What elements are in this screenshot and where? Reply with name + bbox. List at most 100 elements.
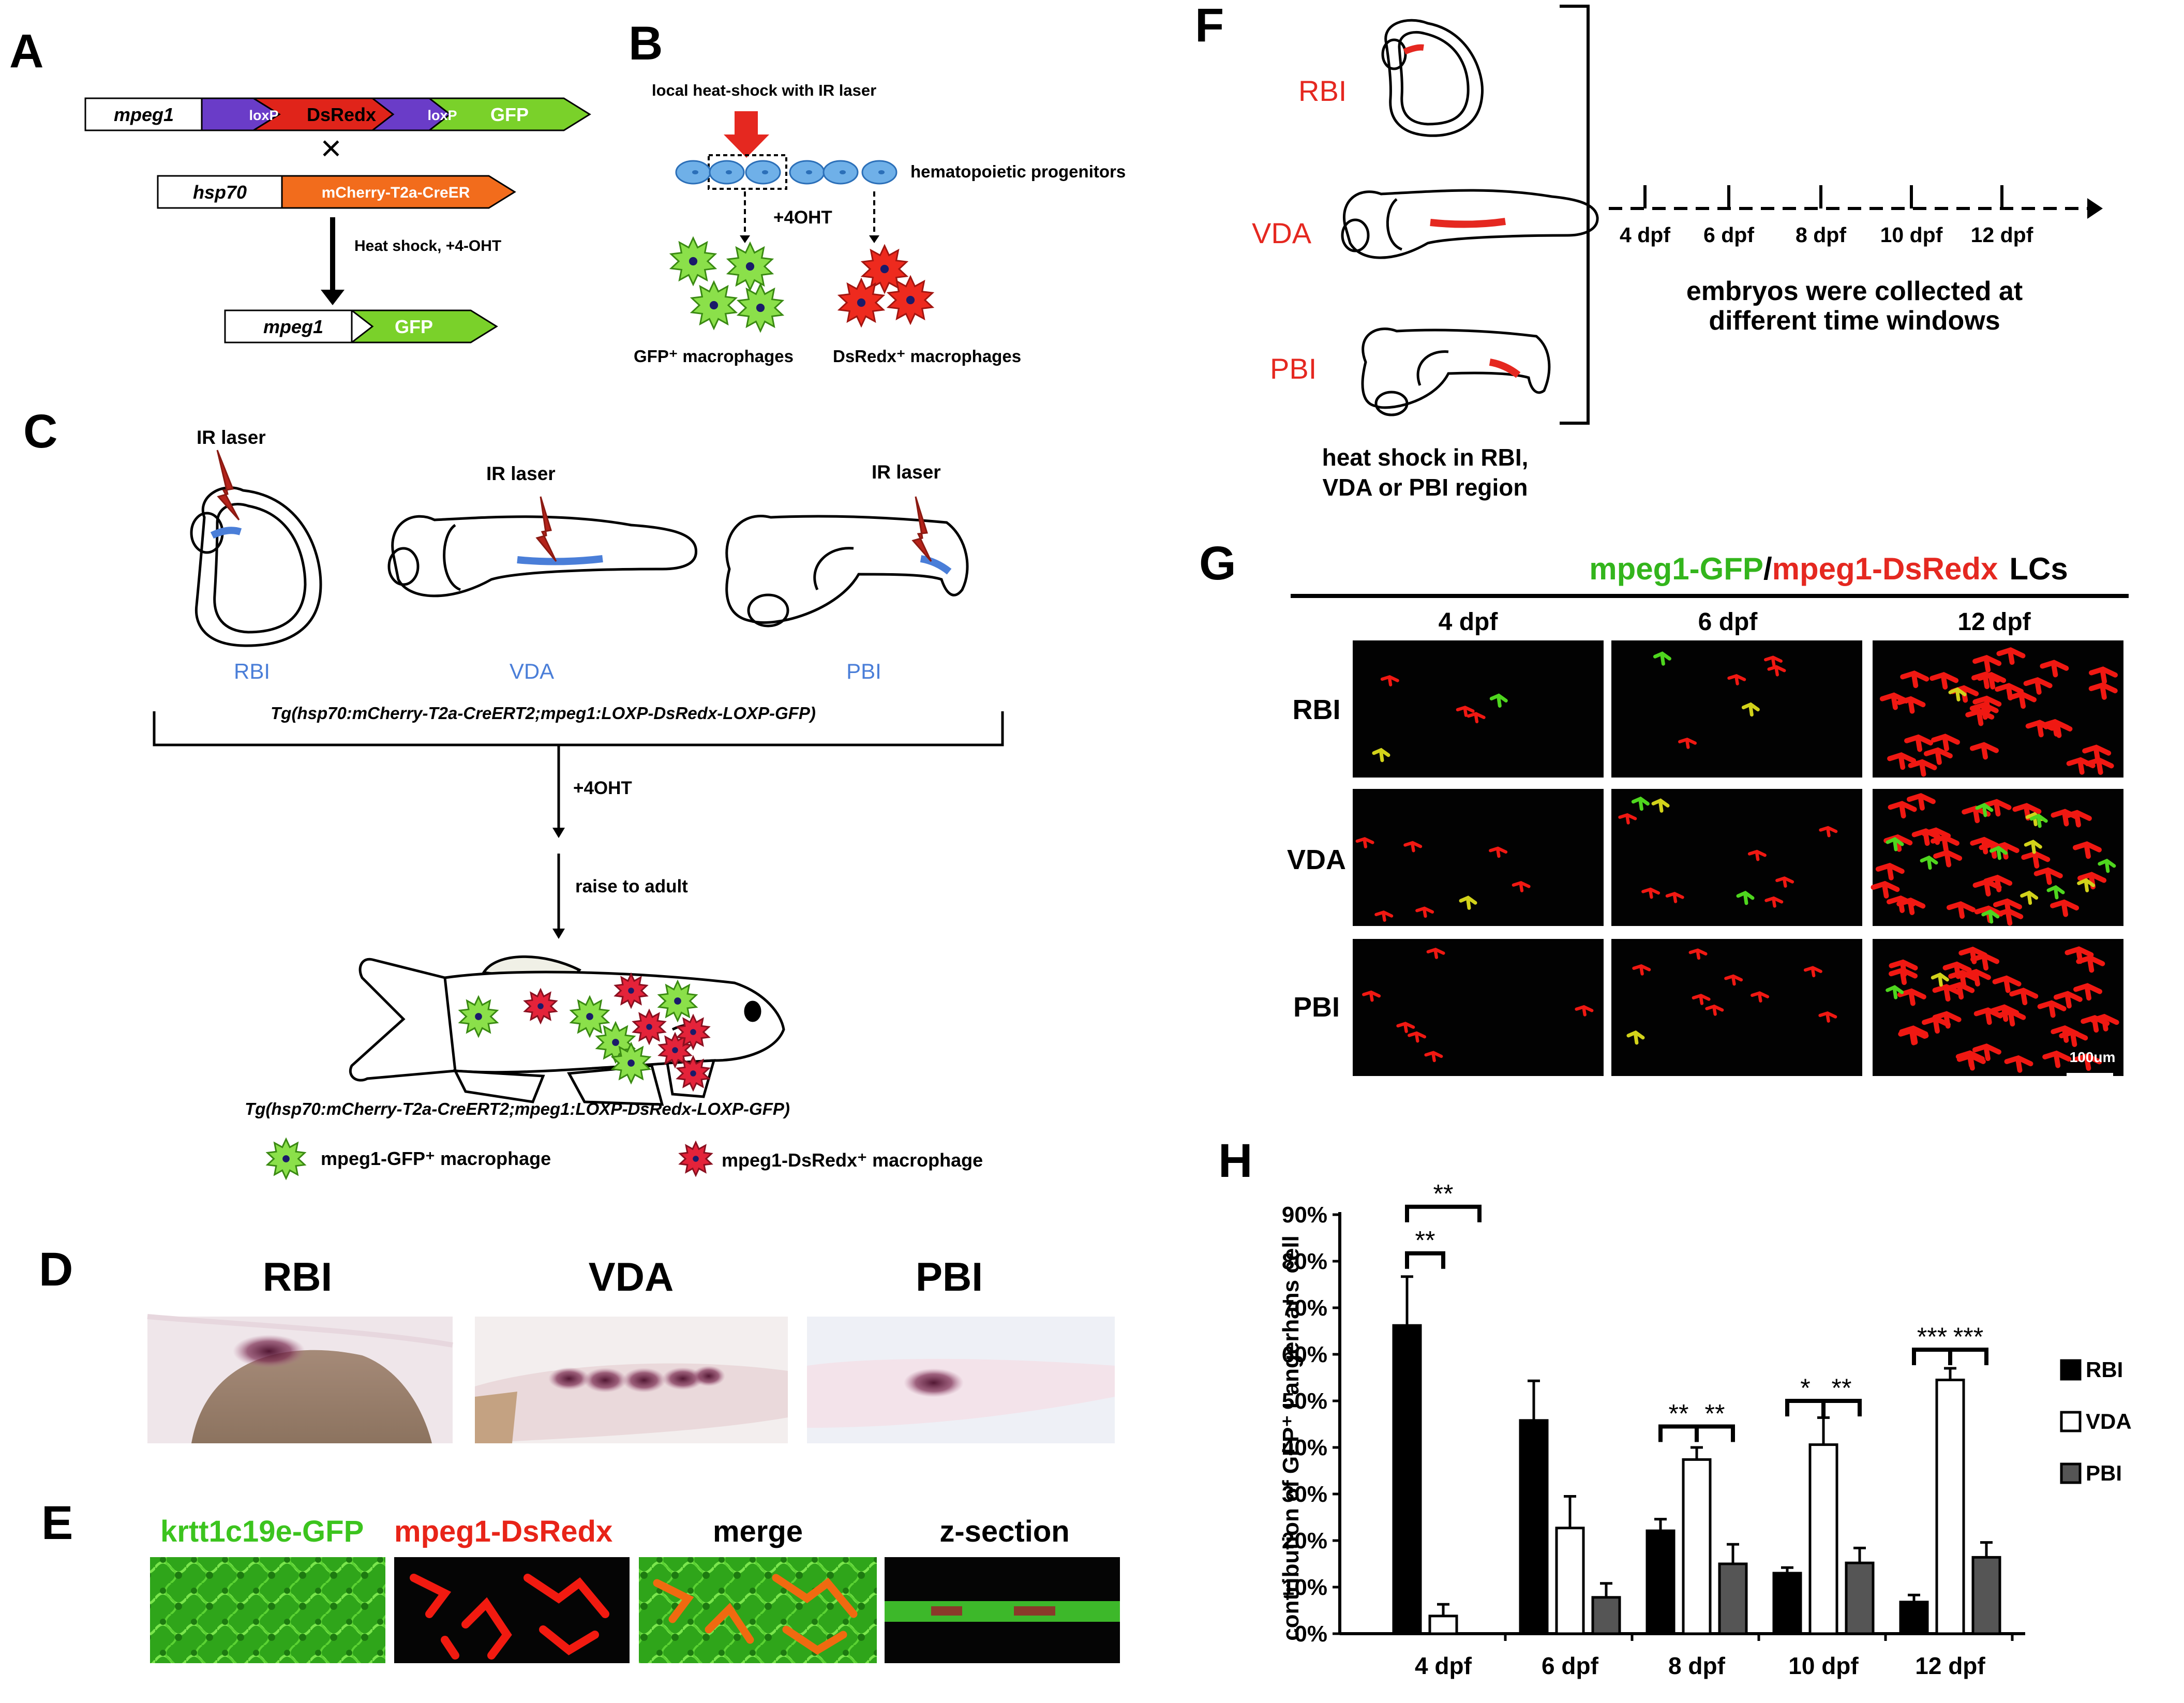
h-ytick-label: 0%: [1294, 1621, 1327, 1647]
h-bar-rbi: [1519, 1419, 1549, 1635]
panel-label-g: G: [1199, 537, 1236, 590]
c-legend-dsred: mpeg1-DsRedx⁺ macrophage: [722, 1149, 983, 1171]
fish-dsredx-macrophage: [676, 1055, 711, 1092]
h-xtick-label: 8 dpf: [1668, 1652, 1726, 1679]
h-bar-rbi: [1392, 1324, 1422, 1635]
h-sig-label: ***: [1917, 1322, 1947, 1351]
gfp-macrophage: [736, 282, 785, 333]
construct-hsp70-cre: hsp70 mCherry-T2a-CreER: [157, 175, 516, 209]
panel-h-chart: contribution of GFP⁺ Langerhans cell 0% 1…: [1278, 1179, 2132, 1679]
f-region-rbi: RBI: [1298, 74, 1347, 107]
panel-b: local heat-shock with IR laser hematopoi…: [634, 81, 1126, 366]
h-legend-swatch-vda: [2060, 1411, 2082, 1432]
h-ytick-label: 90%: [1282, 1202, 1327, 1228]
construct1-loxp-b: loxP: [427, 108, 457, 123]
f-time-6: 6 dpf: [1703, 223, 1754, 247]
h-ylabel: contribution of GFP⁺ Langerhans cell: [1278, 1235, 1304, 1641]
d-title-rbi: RBI: [263, 1254, 332, 1299]
construct2-hsp70: hsp70: [193, 182, 247, 203]
adult-fish: [349, 955, 785, 1106]
fish-macrophages: [458, 972, 711, 1092]
gfp-macrophage: [690, 280, 738, 331]
c-ir-laser-3: IR laser: [872, 461, 941, 483]
h-legend-label-vda: VDA: [2086, 1409, 2132, 1433]
fish-gfp-macrophage: [458, 995, 499, 1038]
dsredx-macrophage: [860, 244, 909, 294]
h-bar-pbi: [1591, 1596, 1621, 1635]
f-time-10: 10 dpf: [1880, 223, 1943, 247]
g-row-pbi: PBI: [1293, 992, 1340, 1023]
c-bracket: [153, 711, 1004, 746]
f-embryo-rbi: [1381, 19, 1484, 137]
g-col-4dpf: 4 dpf: [1439, 608, 1499, 636]
h-xtick-label: 10 dpf: [1788, 1652, 1859, 1679]
h-sig-label: **: [1832, 1373, 1852, 1402]
d-image-vda: [475, 1317, 788, 1443]
c-step-raise: raise to adult: [575, 876, 688, 897]
g-row-vda: VDA: [1287, 844, 1346, 875]
h-sig-bracket: [1912, 1348, 1952, 1365]
h-sig-bracket: [1658, 1424, 1699, 1442]
g-fluorescence-image: [1873, 939, 2123, 1076]
progenitor-cell: [789, 160, 825, 185]
c-region-pbi: PBI: [846, 659, 881, 683]
c-legend-gfp: mpeg1-GFP⁺ macrophage: [321, 1148, 551, 1169]
c-ir-laser-1: IR laser: [197, 427, 266, 448]
e-title-zsection: z-section: [939, 1515, 1069, 1548]
g-fluorescence-image: [1611, 939, 1862, 1076]
h-xtick-label: 12 dpf: [1915, 1652, 1985, 1679]
h-xtick-label: 4 dpf: [1415, 1652, 1472, 1679]
panel-label-b: B: [629, 17, 663, 70]
h-legend-label-pbi: PBI: [2086, 1461, 2122, 1485]
f-region-pbi: PBI: [1270, 352, 1317, 385]
progenitors-label: hematopoietic progenitors: [910, 162, 1126, 181]
f-heatshock-line1: heat shock in RBI,: [1322, 444, 1529, 471]
f-embryo-vda: [1341, 189, 1599, 259]
e-image-gfp: [150, 1557, 385, 1663]
g-col-12dpf: 12 dpf: [1957, 608, 2031, 636]
c-ir-laser-2: IR laser: [486, 463, 556, 484]
h-sig-label: **: [1415, 1226, 1435, 1255]
construct-mpeg1-loxp-dsredx: mpeg1 loxP DsRedx loxP GFP: [84, 97, 591, 131]
embryo-vda: [387, 496, 698, 597]
b-4oht: +4OHT: [773, 207, 832, 228]
c-region-vda: VDA: [510, 659, 554, 683]
progenitor-cells: [675, 160, 897, 185]
construct3-gfp: GFP: [395, 316, 433, 337]
gfp-macrophage: [726, 241, 774, 292]
panel-label-e: E: [41, 1497, 73, 1549]
panel-label-f: F: [1195, 0, 1224, 52]
h-ytick-label: 20%: [1282, 1528, 1327, 1553]
h-legend-swatch-pbi: [2060, 1462, 2082, 1484]
g-scale-label: 100um: [2070, 1049, 2116, 1065]
fish-dsredx-macrophage: [676, 1013, 711, 1051]
embryo-pbi: [725, 496, 969, 628]
fish-gfp-macrophage: [569, 995, 610, 1038]
fish-dsredx-macrophage: [632, 1008, 667, 1045]
c-legend-marks: [265, 1137, 713, 1181]
g-fluorescence-image: [1611, 789, 1862, 926]
e-title-dsred: mpeg1-DsRedx: [394, 1515, 612, 1548]
laser-arrow: [724, 111, 769, 158]
h-significance: *****************: [1405, 1179, 1988, 1442]
g-fluorescence-image: [1353, 789, 1604, 926]
dsredx-macrophage: [837, 277, 886, 328]
h-bar-rbi: [1899, 1601, 1929, 1635]
c-region-rbi: RBI: [234, 659, 270, 683]
h-sig-label: **: [1433, 1179, 1454, 1208]
e-image-dsred: [394, 1557, 630, 1663]
panel-e: krtt1c19e-GFP mpeg1-DsRedx merge z-secti…: [150, 1515, 1120, 1663]
h-ytick-label: 30%: [1282, 1482, 1327, 1507]
progenitor-cell: [675, 160, 711, 185]
h-ytick-label: 50%: [1282, 1388, 1327, 1414]
dsredx-macrophage-cluster: [837, 244, 935, 328]
h-bar-pbi: [1845, 1561, 1875, 1635]
h-sig-bracket: [1405, 1204, 1482, 1222]
h-ytick-label: 40%: [1282, 1435, 1327, 1460]
construct1-gfp: GFP: [490, 104, 529, 125]
h-bar-vda: [1808, 1443, 1838, 1635]
f-time-4: 4 dpf: [1620, 223, 1670, 247]
